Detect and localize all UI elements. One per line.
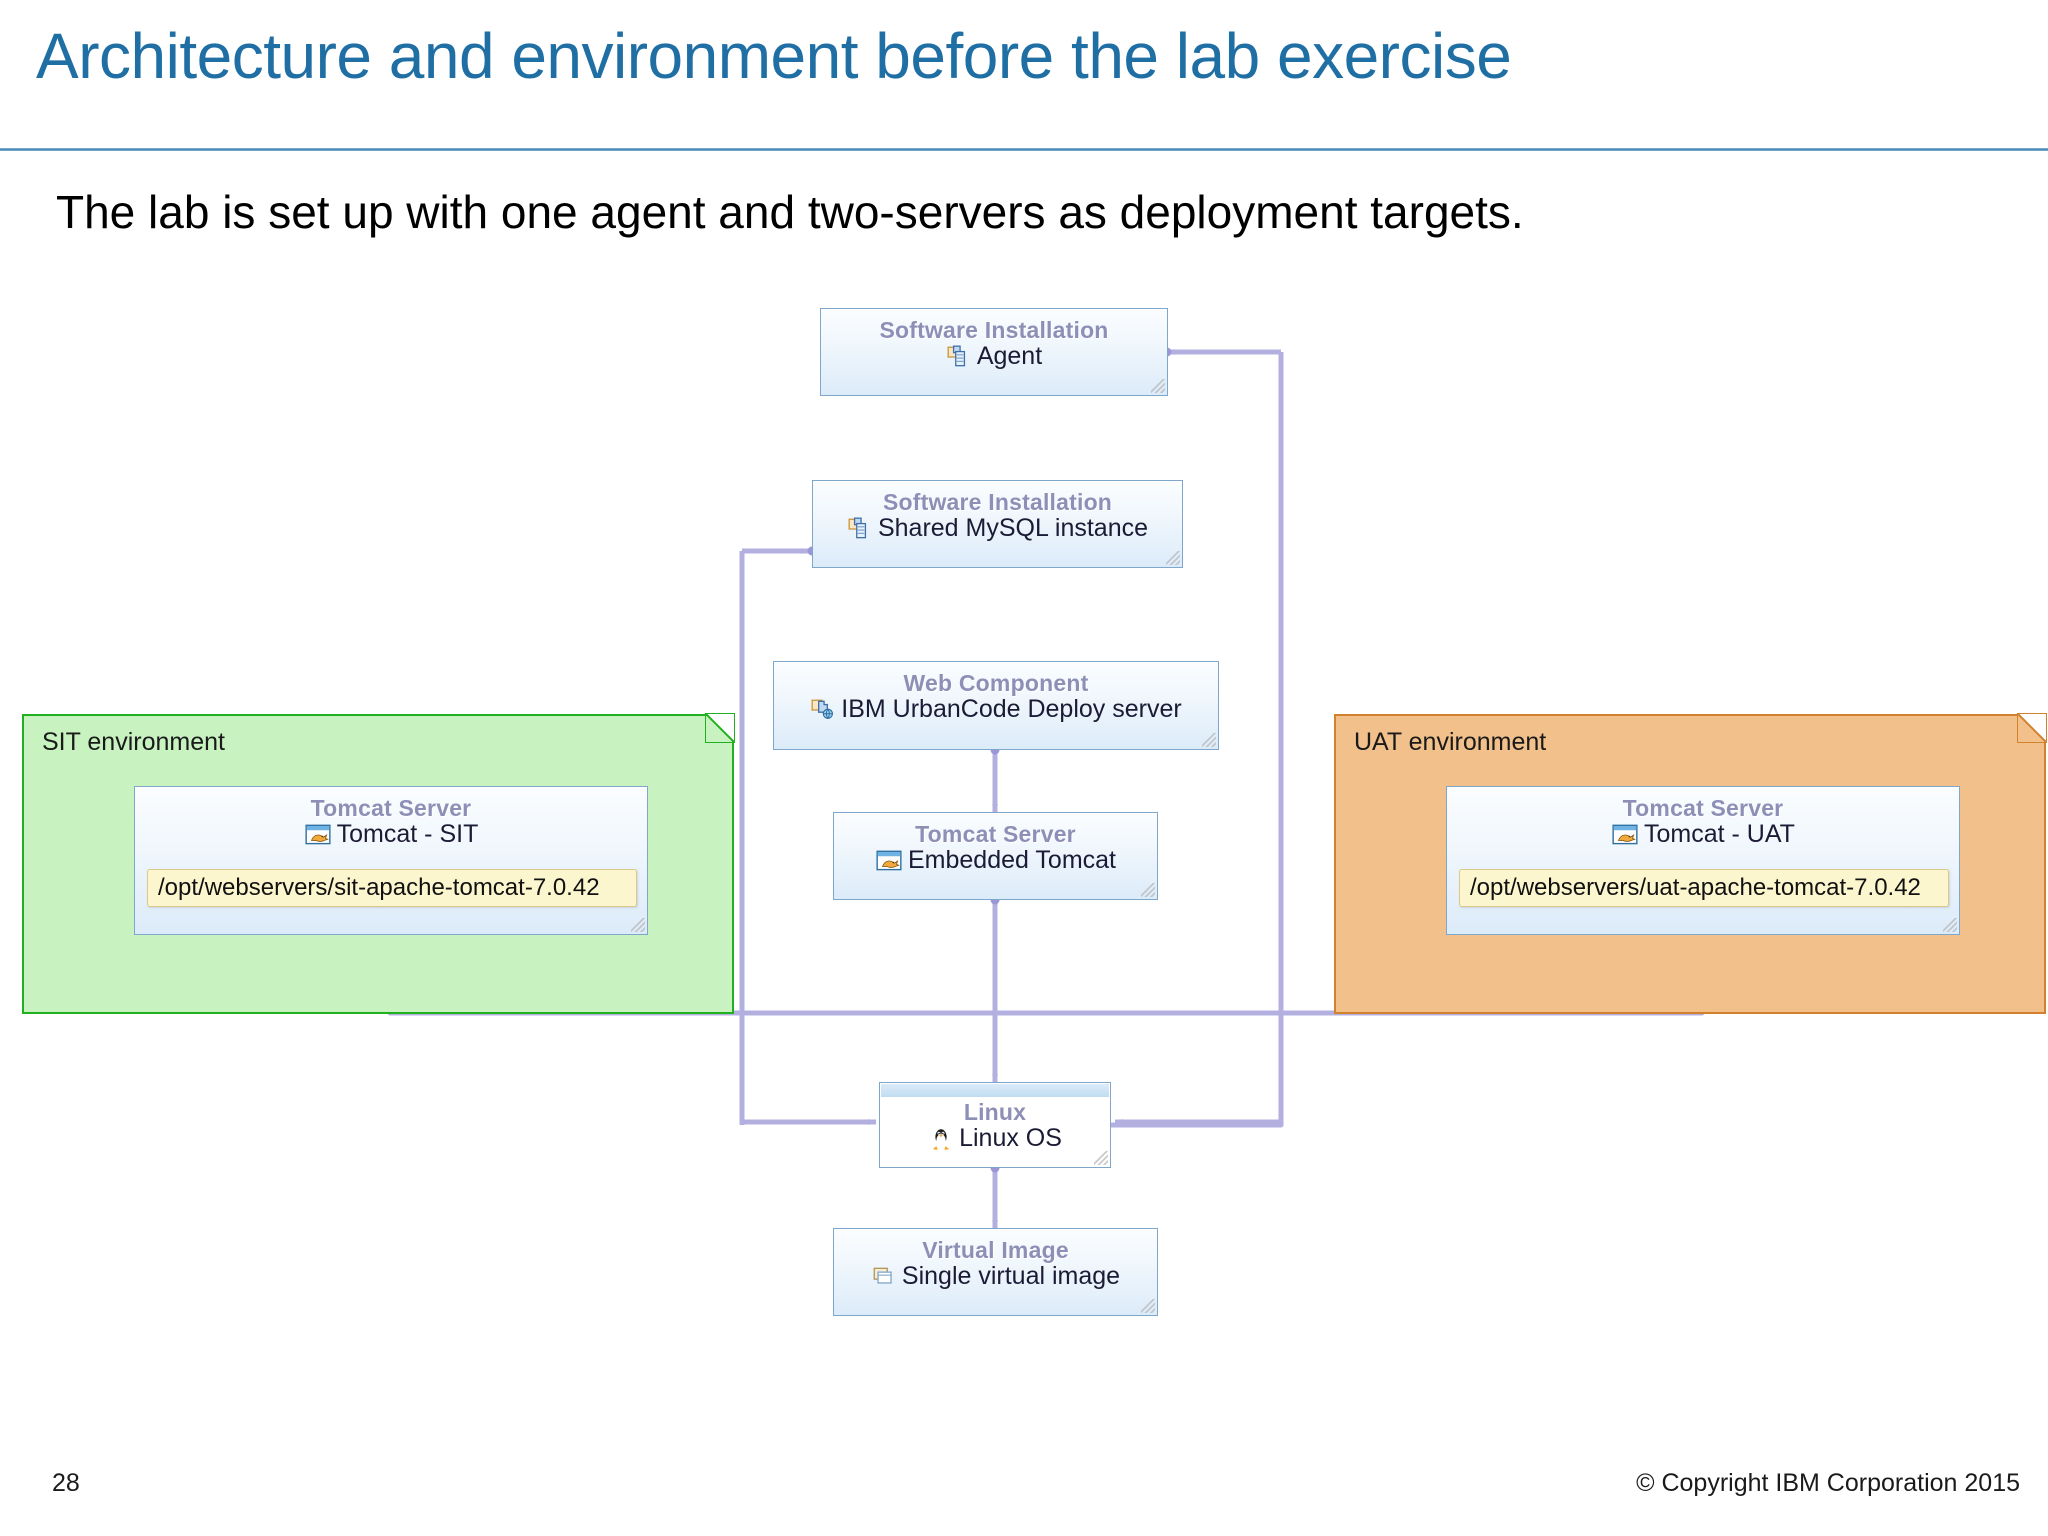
node-shared-mysql-type: Software Installation <box>882 489 1113 515</box>
node-ucd-server-name: IBM UrbanCode Deploy server <box>841 695 1182 724</box>
node-agent-name: Agent <box>976 342 1043 371</box>
node-tomcat-sit-type: Tomcat Server <box>310 795 472 821</box>
node-embedded-tomcat-name: Embedded Tomcat <box>908 846 1116 875</box>
slide-subtitle: The lab is set up with one agent and two… <box>56 186 1524 238</box>
resize-grip-icon <box>1151 379 1165 393</box>
node-embedded-tomcat[interactable]: Tomcat Server Embedded Tomcat <box>833 812 1158 900</box>
node-agent[interactable]: Software Installation Agent <box>820 308 1168 396</box>
resize-grip-icon <box>1141 1299 1155 1313</box>
title-divider <box>0 148 2048 151</box>
node-virtual-image-type: Virtual Image <box>922 1237 1069 1263</box>
node-tomcat-sit-name: Tomcat - SIT <box>336 820 479 849</box>
node-tomcat-sit-install-path[interactable]: /opt/webservers/sit-apache-tomcat-7.0.42 <box>147 869 637 907</box>
resize-grip-icon <box>1141 883 1155 897</box>
tomcat-icon <box>1612 824 1638 845</box>
uat-fold-corner-icon <box>2017 713 2047 743</box>
linux-penguin-icon <box>932 1129 950 1150</box>
node-tomcat-uat-install-path[interactable]: /opt/webservers/uat-apache-tomcat-7.0.42 <box>1459 869 1949 907</box>
connector-bus-to-linux-left <box>739 1013 877 1125</box>
node-virtual-image[interactable]: Virtual Image Single virtual image <box>833 1228 1158 1316</box>
node-tomcat-sit[interactable]: Tomcat Server Tomcat - SIT /opt/webserve… <box>134 786 648 935</box>
resize-grip-icon <box>1943 918 1957 932</box>
node-virtual-image-name: Single virtual image <box>901 1262 1121 1291</box>
node-linux-type: Linux <box>963 1099 1027 1125</box>
node-shared-mysql[interactable]: Software Installation Shared MySQL insta… <box>812 480 1183 568</box>
connector-bus-to-linux-right <box>1114 1013 1284 1125</box>
uat-environment-label: UAT environment <box>1354 728 1547 756</box>
software-installation-icon <box>947 345 965 367</box>
node-tomcat-uat-name: Tomcat - UAT <box>1644 820 1795 849</box>
node-shared-mysql-name: Shared MySQL instance <box>877 514 1149 543</box>
node-linux-title-band <box>881 1084 1109 1097</box>
resize-grip-icon <box>631 918 645 932</box>
node-agent-type: Software Installation <box>879 317 1109 343</box>
node-tomcat-uat-type: Tomcat Server <box>1622 795 1784 821</box>
page-number: 28 <box>52 1469 80 1497</box>
node-ucd-server-type: Web Component <box>903 670 1089 696</box>
node-tomcat-uat[interactable]: Tomcat Server Tomcat - UAT /opt/webserve… <box>1446 786 1960 935</box>
resize-grip-icon <box>1094 1151 1108 1165</box>
tomcat-icon <box>876 850 902 871</box>
node-linux-name: Linux OS <box>959 1124 1062 1153</box>
software-installation-icon <box>848 517 867 539</box>
virtual-image-icon <box>873 1267 892 1284</box>
resize-grip-icon <box>1166 551 1180 565</box>
sit-fold-corner-icon <box>705 713 735 743</box>
web-component-icon <box>811 699 834 720</box>
node-embedded-tomcat-type: Tomcat Server <box>915 821 1076 847</box>
node-linux[interactable]: Linux Linux OS <box>879 1082 1111 1168</box>
copyright-notice: © Copyright IBM Corporation 2015 <box>1636 1469 2020 1497</box>
tomcat-icon <box>305 824 331 845</box>
resize-grip-icon <box>1202 733 1216 747</box>
sit-environment-label: SIT environment <box>42 728 225 756</box>
page-title: Architecture and environment before the … <box>36 20 1512 92</box>
node-ucd-server[interactable]: Web Component IBM UrbanCode Deploy serve… <box>773 661 1219 750</box>
